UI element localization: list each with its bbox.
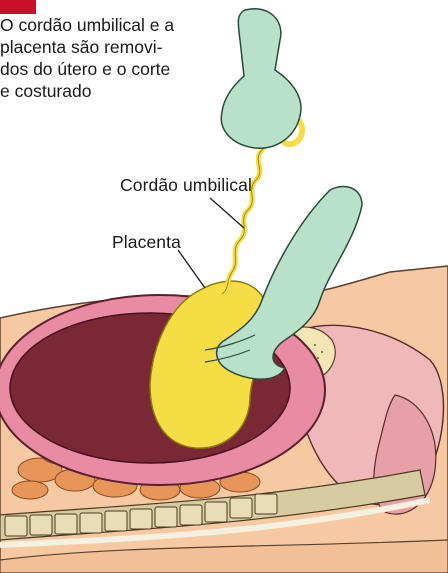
umbilical-cord-leader [210, 198, 244, 228]
caption-line: O cordão umbilical e a [0, 14, 205, 36]
accent-bar [0, 0, 36, 14]
caption-line: e costurado [0, 80, 205, 102]
umbilical-cord-label: Cordão umbilical [120, 175, 252, 196]
upper-glove [221, 9, 301, 148]
placenta-label: Placenta [112, 232, 181, 253]
caption-line: placenta são removi- [0, 36, 205, 58]
placenta-leader [178, 250, 205, 288]
caption-line: dos do útero e o corte [0, 58, 205, 80]
caption: O cordão umbilical e a placenta são remo… [0, 14, 205, 102]
